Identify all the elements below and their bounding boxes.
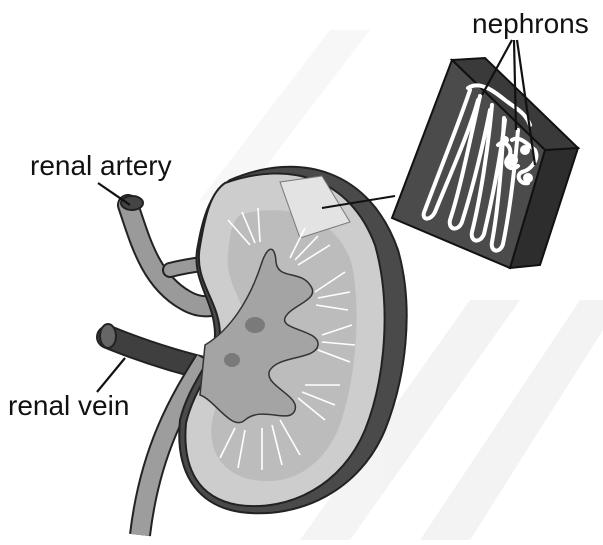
renal-artery-label: renal artery xyxy=(30,152,172,180)
nephrons-label: nephrons xyxy=(472,10,589,38)
renal-vein-label: renal vein xyxy=(8,392,129,420)
